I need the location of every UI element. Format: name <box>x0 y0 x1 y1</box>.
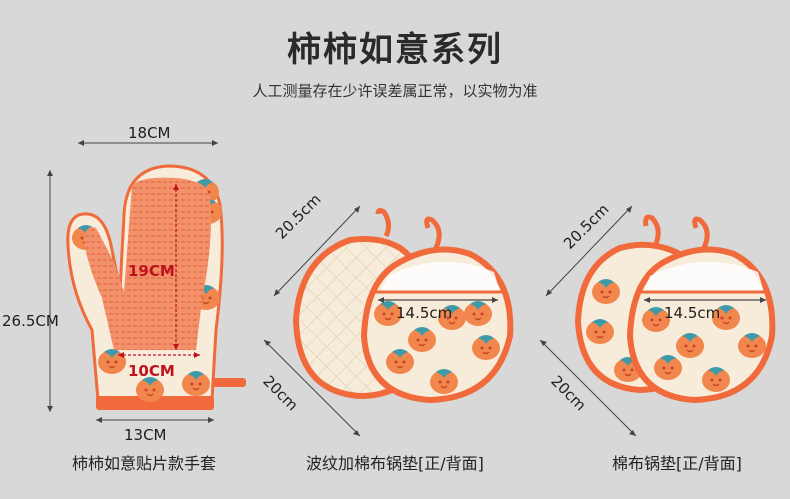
page-subtitle: 人工测量存在少许误差属正常，以实物为准 <box>252 82 538 100</box>
glove-cuff-label: 13CM <box>124 426 167 444</box>
glove-caption: 柿柿如意贴片款手套 <box>72 454 217 473</box>
quilted-pad-pocket-label: 14.5cm <box>396 304 453 322</box>
glove-inner-length-label: 19CM <box>128 262 175 280</box>
glove-width-label: 18CM <box>128 124 171 142</box>
cotton-pad-caption: 棉布锅垫[正/背面] <box>612 454 742 473</box>
cotton-pad-pocket-label: 14.5cm <box>664 304 721 322</box>
quilted-pot-holder-set <box>263 205 514 437</box>
glove-height-label: 26.5CM <box>2 312 59 330</box>
cotton-pot-holder-set <box>539 205 776 437</box>
page-title: 柿柿如意系列 <box>287 30 503 70</box>
quilted-pad-caption: 波纹加棉布锅垫[正/背面] <box>306 454 484 473</box>
glove-grip-patch <box>84 177 211 350</box>
glove-inner-width-label: 10CM <box>128 362 175 380</box>
oven-glove <box>47 140 246 423</box>
